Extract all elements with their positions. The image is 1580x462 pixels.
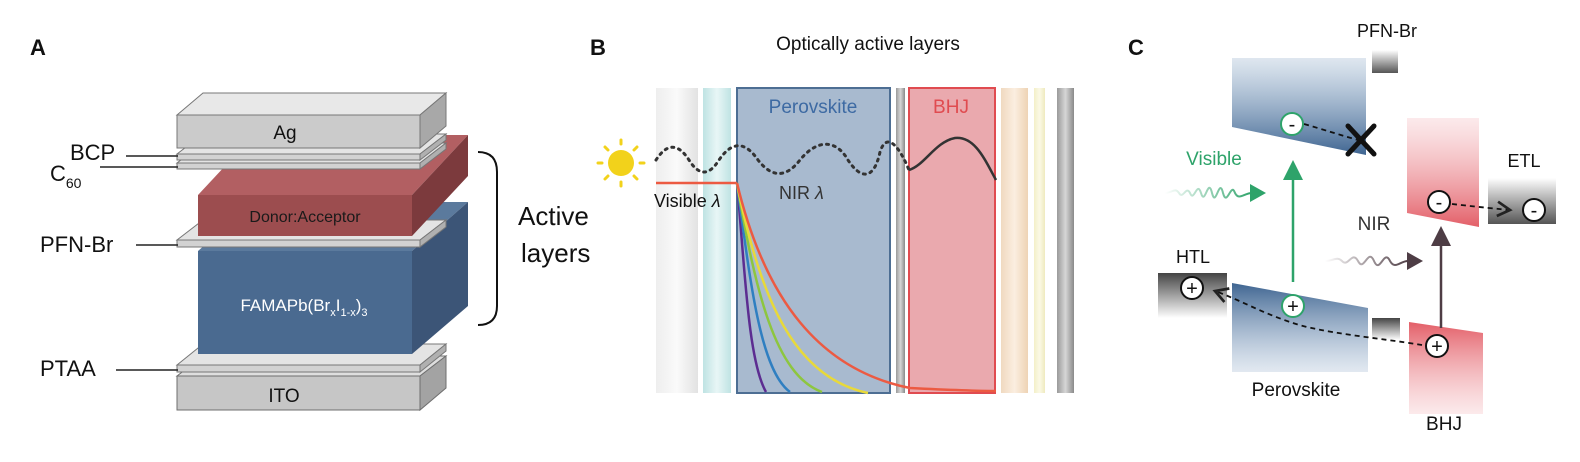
electron-perovskite: - <box>1280 112 1304 136</box>
pfn-br-band-label: PFN-Br <box>1357 21 1417 41</box>
etl-bar <box>1001 88 1028 393</box>
ag-bar <box>1057 88 1074 393</box>
ag-label: Ag <box>273 123 296 144</box>
bhj-band-label: BHJ <box>1426 414 1462 435</box>
nir-photon-wave <box>1324 255 1409 267</box>
violet-absorption-curve <box>735 182 768 393</box>
optical-field-solid-wave <box>908 136 998 181</box>
ag-layer: Ag <box>175 91 448 150</box>
perovskite-formula: FAMAPb(BrxI1-x)3 <box>240 296 367 319</box>
donor-acceptor-label: Donor:Acceptor <box>249 209 361 226</box>
bhj-bar-label: BHJ <box>933 97 969 118</box>
visible-photon-arrowhead <box>1250 184 1266 202</box>
perovskite-valence-band <box>1232 283 1368 372</box>
panel-b: B Optically active layers Perovskite BHJ <box>590 34 1074 395</box>
panel-b-letter: B <box>590 35 606 60</box>
perovskite-band-label: Perovskite <box>1252 380 1341 401</box>
hole-htl: + <box>1180 276 1204 300</box>
sun-icon <box>596 138 646 188</box>
bcp-label: BCP <box>70 140 115 165</box>
panel-a-letter: A <box>30 35 46 60</box>
svg-text:+: + <box>1287 296 1299 318</box>
perovskite-bar <box>736 87 891 394</box>
etl-band <box>1488 178 1556 224</box>
panel-b-title: Optically active layers <box>776 34 960 55</box>
nir-photon-label: NIR <box>1358 214 1391 235</box>
etl-label: ETL <box>1507 151 1540 171</box>
red-absorption-curve <box>735 182 997 393</box>
blocked-x-icon <box>1345 123 1377 157</box>
pfn-br-label: PFN-Br <box>40 232 113 257</box>
svg-text:-: - <box>1531 200 1538 222</box>
interlayer-band <box>1372 318 1400 340</box>
svg-text:+: + <box>1186 278 1198 300</box>
pfn-br-band <box>1372 50 1398 73</box>
interlayer-bar <box>896 88 905 393</box>
nir-photon-arrowhead <box>1407 252 1423 270</box>
hole-transfer-path <box>1212 287 1423 346</box>
ito-bar <box>703 88 731 393</box>
bcp-bar <box>1034 88 1045 393</box>
visible-lambda-label: Visible λ <box>654 191 721 211</box>
ito-label: ITO <box>268 386 299 407</box>
electron-etl: - <box>1522 198 1546 222</box>
active-layers-bracket <box>477 151 498 326</box>
electron-transfer-path <box>1451 200 1513 218</box>
bhj-conduction-band <box>1407 118 1479 227</box>
svg-text:+: + <box>1431 336 1443 358</box>
electron-blocked-path <box>1303 123 1359 141</box>
hole-perovskite: + <box>1281 294 1305 318</box>
perovskite-bar-label: Perovskite <box>769 97 858 118</box>
blue-absorption-curve <box>735 182 791 394</box>
nir-lambda-label: NIR λ <box>779 183 824 203</box>
green-absorption-curve <box>735 182 823 394</box>
absorption-decay-curves <box>735 182 997 395</box>
glass-bar <box>656 88 698 393</box>
visible-photon-wave <box>1164 186 1253 199</box>
hole-bhj: + <box>1425 334 1449 358</box>
svg-text:-: - <box>1436 192 1443 214</box>
visible-photon-label: Visible <box>1186 149 1242 170</box>
svg-text:-: - <box>1289 114 1296 136</box>
c60-label: C60 <box>50 161 82 191</box>
ptaa-label: PTAA <box>40 356 96 381</box>
htl-label: HTL <box>1176 247 1210 267</box>
optical-field-dotted-wave <box>654 140 911 176</box>
yellow-absorption-curve <box>735 182 869 395</box>
panel-c-letter: C <box>1128 35 1144 60</box>
panel-c: C PFN-Br ETL HTL - <box>1128 21 1556 435</box>
active-layers-label-line1: Active <box>518 201 589 231</box>
bhj-valence-band <box>1409 322 1483 414</box>
active-layers-label-line2: layers <box>521 238 590 268</box>
bhj-bar <box>908 87 996 394</box>
electron-bhj: - <box>1427 190 1451 214</box>
panel-a: A ITO FAMAPb(BrxI1-x)3 <box>30 35 590 412</box>
perovskite-conduction-band <box>1232 58 1366 155</box>
